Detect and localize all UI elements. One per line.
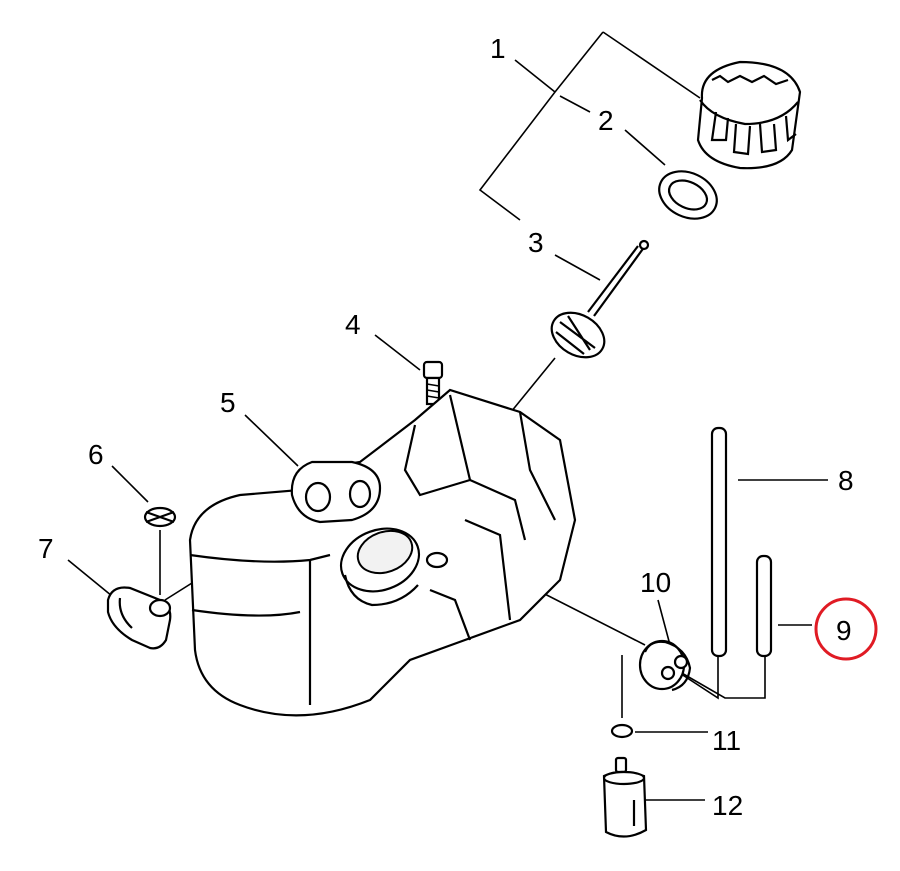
callout-5: 5 — [220, 387, 236, 418]
callout-1: 1 — [490, 33, 506, 64]
fuel-filter-part — [602, 756, 648, 838]
grommet-part — [638, 639, 692, 692]
fuel-tube-long-part — [710, 426, 728, 658]
callout-labels: 1 2 3 4 5 6 7 8 9 10 11 12 — [38, 33, 854, 821]
elbow-hose-part — [106, 586, 172, 650]
callout-11: 11 — [712, 725, 741, 756]
callout-9-highlight-circle — [814, 597, 878, 661]
fuel-tank-part — [188, 388, 577, 717]
dipstick-strainer-part — [550, 239, 650, 359]
fuel-tube-short-part — [755, 554, 773, 658]
gasket-part — [658, 170, 718, 220]
callout-12: 12 — [712, 790, 743, 821]
callout-8: 8 — [838, 465, 854, 496]
callout-6: 6 — [88, 439, 104, 470]
callout-4: 4 — [345, 309, 361, 340]
callout-2: 2 — [598, 105, 614, 136]
hose-clamp-part — [143, 506, 177, 528]
callout-7: 7 — [38, 533, 54, 564]
callout-10: 10 — [640, 567, 671, 598]
o-ring-part — [610, 723, 634, 739]
fuel-cap-part — [696, 60, 802, 170]
bolt-part — [422, 360, 444, 406]
callout-9: 9 — [836, 615, 852, 646]
callout-3: 3 — [528, 227, 544, 258]
